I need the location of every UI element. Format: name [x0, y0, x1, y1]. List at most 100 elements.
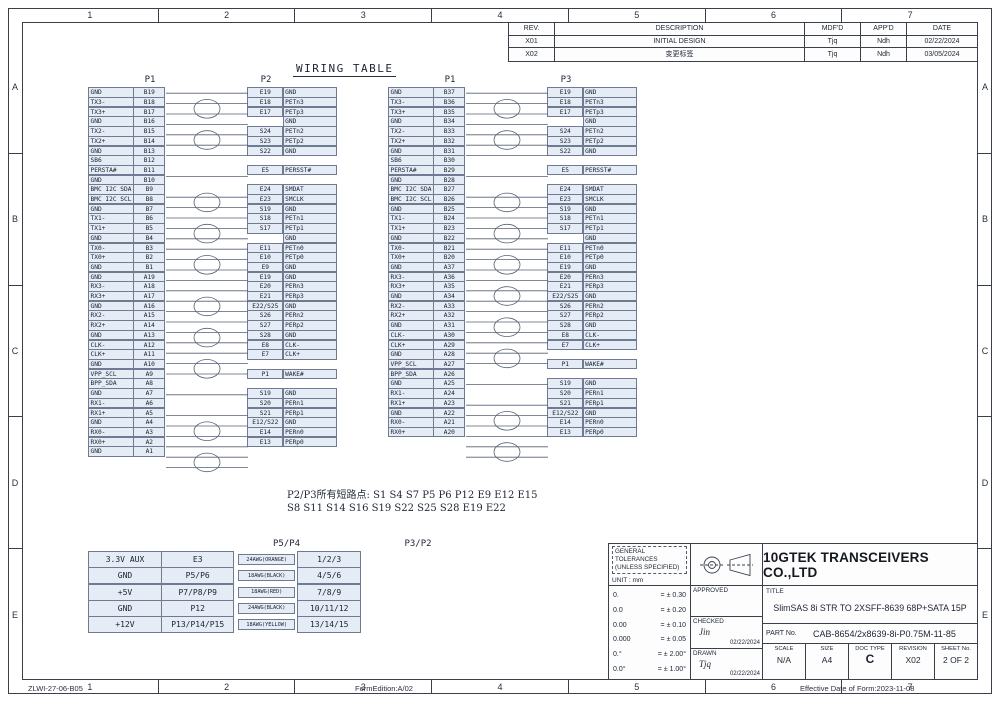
frame-column-label: 3	[295, 680, 433, 694]
tolerance-value: = ± 0.05	[660, 636, 686, 644]
approved-label: APPROVED	[693, 587, 728, 594]
tolerance-row: 0.00 = ± 0.10	[613, 622, 686, 629]
part-number: CAB-8654/2x8639-8i-P0.75M-11-85	[813, 628, 956, 639]
drawn-name: Tjq	[699, 658, 712, 669]
p2-signal: PERp0	[282, 436, 337, 448]
wiring-table-p1-p2: P1 P2 GND B19 E19 GND TX3- B18 E18 PETn3…	[88, 75, 338, 473]
connector-header-p1: P1	[444, 75, 456, 85]
p3-signal: WAKE#	[582, 359, 637, 370]
power-row: 3.3V AUX E3 24AWG(ORANGE) 1/2/3	[88, 551, 362, 569]
power-pins: E3	[161, 551, 235, 569]
p3-p2-header: P3/P2	[404, 539, 432, 549]
p2-signal: CLK+	[282, 349, 337, 360]
revision-table: REV. DESCRIPTION MDF'D APP'D DATE X01 IN…	[508, 22, 978, 62]
titleblock-field: SIZE A4	[806, 644, 849, 679]
p2-signal	[283, 446, 337, 456]
wiring-row: RX0+ A2 E13 PERp0	[88, 436, 338, 448]
rev-id: X01	[509, 35, 555, 49]
wiring-row: GND B4 GND	[88, 232, 338, 244]
field-label: SHEET No.	[941, 646, 971, 652]
wiring-row: GND A13 S28 GND	[88, 329, 338, 341]
p3-signal: PERSST#	[582, 164, 637, 176]
wire-gap	[465, 427, 547, 437]
tolerance-value: = ± 1.00°	[657, 666, 686, 674]
wire-gauge-label: 24AWG(BLACK)	[238, 602, 296, 614]
company-name: 10GTEK TRANSCEIVERS CO.,LTD	[763, 544, 977, 586]
form-edition: FormEdition:A/02	[355, 684, 413, 693]
rev-description: INITIAL DESIGN	[555, 35, 805, 49]
projection-symbol-icon	[691, 544, 762, 586]
sata-pins: 7/8/9	[297, 583, 362, 601]
rev-date: 02/22/2024	[907, 36, 977, 49]
power-wiring-tables: P5/P4 P3/P2 3.3V AUX E3 24AWG(ORANGE) 1/…	[88, 539, 432, 634]
wire-gauge-label: 24AWG(ORANGE)	[238, 554, 296, 566]
p3-signal: CLK+	[582, 339, 637, 350]
p2-pin	[247, 446, 283, 456]
tolerance-row: 0.0 = ± 0.20	[613, 607, 686, 614]
frame-row-label: C	[8, 286, 22, 418]
wiring-row: TX2- B33 S24 PETn2	[388, 126, 638, 137]
p5-p4-header: P5/P4	[272, 539, 301, 549]
short-note-line1: P2/P3所有短路点: S1 S4 S7 P5 P6 P12 E9 E12 E1…	[287, 490, 538, 501]
checked-cell: CHECKED Jin 02/22/2024	[691, 617, 762, 649]
field-value: N/A	[776, 655, 792, 665]
drawn-date: 02/22/2024	[729, 670, 760, 677]
titleblock-field: SCALE N/A	[763, 644, 806, 679]
power-pins: P5/P6	[161, 567, 235, 585]
frame-row-label: D	[8, 417, 22, 550]
power-pins: P7/P8/P9	[161, 583, 235, 601]
connector-header-p1: P1	[144, 75, 156, 85]
frame-column-label: 2	[159, 680, 296, 694]
field-value: A4	[821, 655, 833, 665]
tolerance-format: 0.	[613, 591, 619, 599]
p3-signal: GND	[582, 145, 637, 156]
p3-signal: PERp0	[582, 426, 637, 438]
frame-column-label: 4	[432, 680, 569, 694]
tolerance-value: = ± 0.20	[660, 606, 686, 614]
p1-signal: RX0+	[388, 426, 434, 438]
wiring-row: CLK+ A29 E7 CLK+	[388, 339, 638, 350]
tolerance-value: = ± 0.30	[660, 591, 686, 599]
power-row: GND P5/P6 18AWG(BLACK) 4/5/6	[88, 567, 362, 585]
revision-row: X02 变更标签 Tjq Ndh 03/05/2024	[509, 48, 977, 61]
wiring-row: RX0+ A20 E13 PERp0	[388, 426, 638, 438]
wiring-table-p1-p3: P1 P3 GND B37 E19 GND TX3- B36 E18 PETn3…	[388, 75, 638, 462]
wiring-row: GND A19 E19 GND	[88, 271, 338, 283]
mdfd-header: MDF'D	[805, 23, 861, 36]
frame-row-label: C	[978, 286, 992, 418]
drawn-cell: DRAWN Tjq 02/22/2024	[691, 649, 762, 679]
power-pins: P13/P14/P15	[161, 616, 235, 634]
frame-column-label: 2	[159, 8, 296, 22]
wire-gauge-label: 18AWG(YELLOW)	[238, 619, 296, 631]
power-signal: GND	[88, 567, 162, 585]
appd-header: APP'D	[861, 23, 907, 36]
approved-cell: APPROVED	[691, 586, 762, 618]
power-row: +12V P13/P14/P15 18AWG(YELLOW) 13/14/15	[88, 616, 362, 634]
tolerance-format: 0.0	[613, 606, 623, 614]
wiring-row: VPP_SCL A27 P1 WAKE#	[388, 359, 638, 370]
frame-column-label: 5	[569, 8, 706, 22]
sata-pins: 10/11/12	[297, 599, 362, 617]
tolerance-format: 0.0°	[613, 666, 626, 674]
checked-date: 02/22/2024	[729, 639, 760, 646]
wiring-row: GND A34 E22/S25 GND	[388, 291, 638, 302]
p1-signal: GND	[88, 446, 134, 457]
frame-row-label: B	[8, 154, 22, 286]
checked-name: Jin	[699, 627, 710, 638]
field-value: 2 OF 2	[943, 655, 969, 665]
wiring-row: RX1+ A23 S21 PERp1	[388, 397, 638, 409]
rev-id: X02	[509, 48, 555, 61]
document-code: ZLWI-27-06-B05	[28, 684, 83, 693]
wire-gap	[165, 446, 247, 456]
field-label: SCALE	[774, 646, 794, 652]
wiring-row: GND A31 S28 GND	[388, 320, 638, 331]
p1-pin: A1	[133, 446, 166, 457]
tolerance-row: 0.° = ± 2.00°	[613, 651, 686, 658]
power-signal: 3.3V AUX	[88, 551, 162, 569]
connector-header-p2: P2	[260, 75, 272, 85]
field-label: DOC TYPE	[855, 646, 885, 652]
drawn-label: DRAWN	[693, 649, 717, 657]
frame-column-label: 7	[907, 10, 913, 20]
revision-header-row: REV. DESCRIPTION MDF'D APP'D DATE	[509, 23, 977, 36]
